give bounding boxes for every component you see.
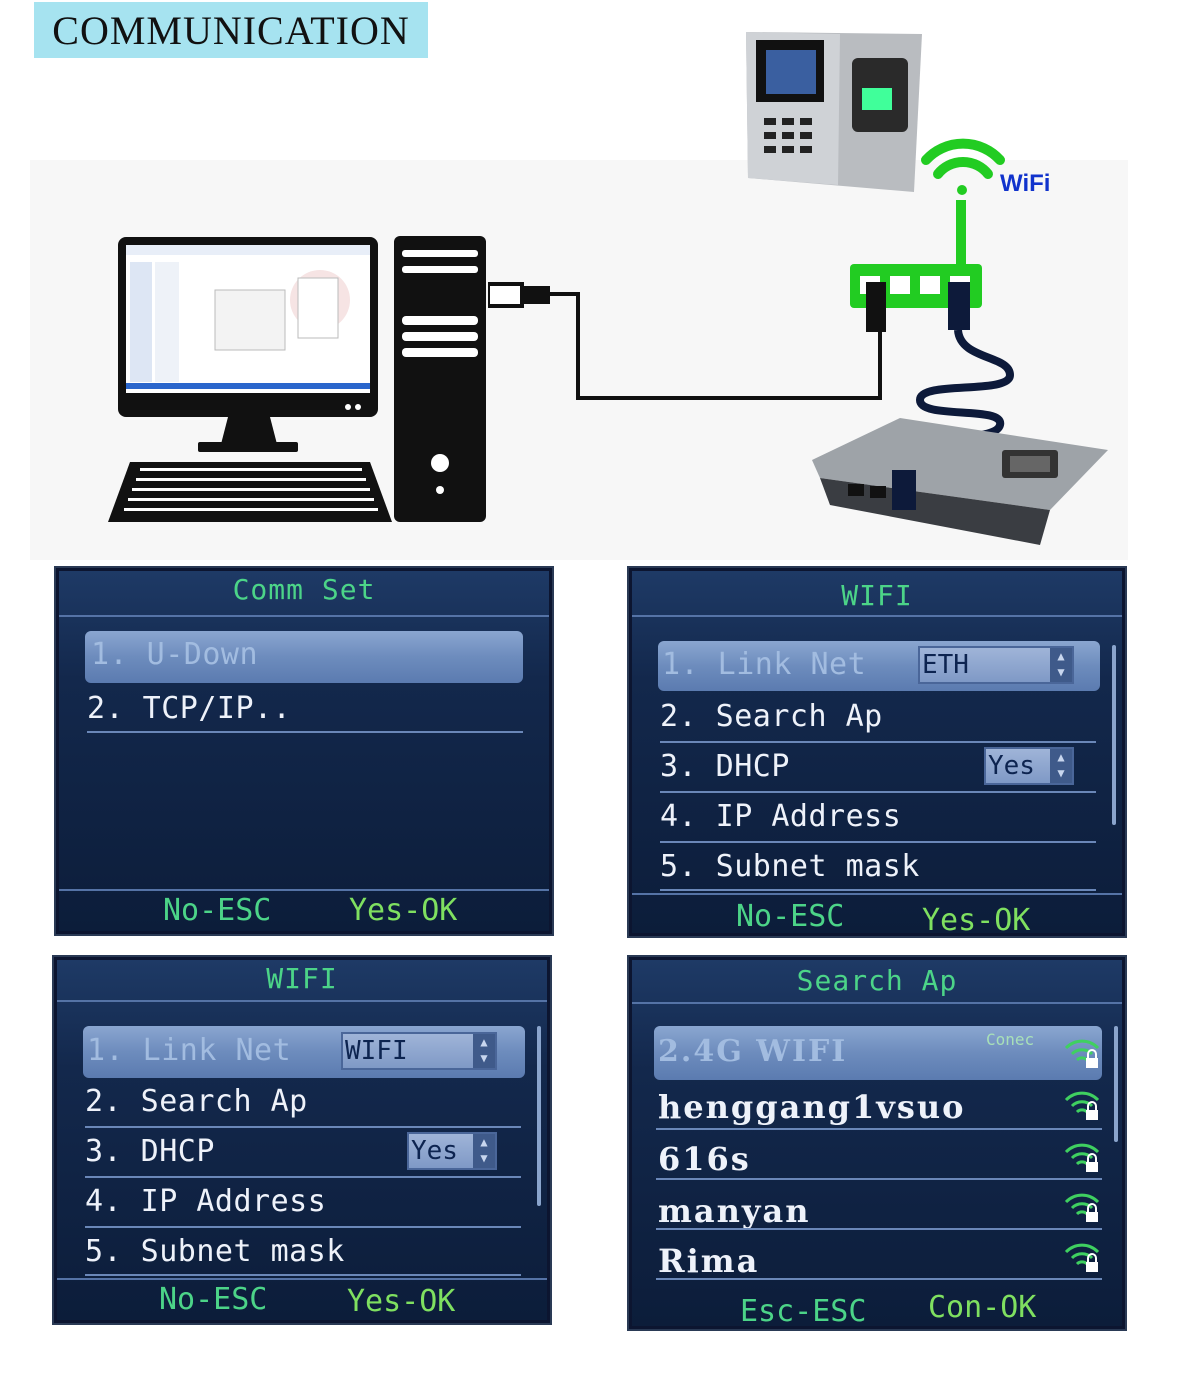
menu-item-ip-address[interactable]: 4. IP Address [660,799,902,834]
link-net-select[interactable]: ETH ▲▼ [918,646,1074,684]
menu-item-dhcp[interactable]: 3. DHCP [85,1134,215,1169]
wifi-icon [921,138,1005,195]
menu-item-dhcp[interactable]: 3. DHCP [660,749,790,784]
wifi-lock-icon [1064,1039,1100,1068]
footer-no-esc[interactable]: No-ESC [159,1282,268,1317]
monitor-icon [118,237,378,452]
wifi-label: WiFi [1000,170,1051,197]
menu-item-selected[interactable]: 1. U-Down [85,631,523,683]
up-down-arrow-icon: ▲▼ [1050,749,1072,783]
menu-item-subnet-mask[interactable]: 5. Subnet mask [660,849,920,884]
footer-no-esc[interactable]: No-ESC [736,899,845,934]
screen-title: Comm Set [232,573,376,606]
menu-item-search-ap[interactable]: 2. Search Ap [660,699,883,734]
ethernet-plug-icon [488,282,550,308]
wifi-lock-icon [1064,1143,1100,1172]
wifi-lock-icon [1064,1193,1100,1222]
screen-title: WIFI [266,962,338,995]
footer-con-ok[interactable]: Con-OK [928,1290,1037,1325]
menu-item-label: 1. Link Net [87,1033,292,1068]
search-ap-screen: Search Ap 2.4G WIFI Conec henggang1vsuo … [627,955,1127,1331]
scrollbar[interactable] [1114,1026,1118,1142]
scrollbar[interactable] [1112,645,1116,825]
desktop-fingerprint-device-icon [812,418,1108,545]
footer-yes-ok[interactable]: Yes-OK [347,1284,456,1319]
menu-item-selected[interactable]: 1. Link Net ETH ▲▼ [658,641,1100,691]
dhcp-value: Yes [988,751,1035,781]
menu-item-ip-address[interactable]: 4. IP Address [85,1184,327,1219]
up-down-arrow-icon: ▲▼ [1050,648,1072,682]
link-net-select[interactable]: WIFI ▲▼ [341,1032,497,1070]
wifi-lock-icon [1064,1243,1100,1272]
wifi-lock-icon [1064,1091,1100,1120]
wifi-eth-screen: WIFI 1. Link Net ETH ▲▼ 2. Search Ap 3. … [627,566,1127,938]
link-net-value: WIFI [345,1036,408,1066]
time-attendance-device-icon [746,32,922,192]
keyboard-icon [108,462,392,522]
comm-set-screen: Comm Set 1. U-Down 2. TCP/IP.. No-ESC Ye… [54,566,554,936]
dhcp-select[interactable]: Yes ▲▼ [984,747,1074,785]
network-item[interactable]: henggang1vsuo [658,1088,966,1126]
wifi-wifi-screen: WIFI 1. Link Net WIFI ▲▼ 2. Search Ap 3.… [52,955,552,1325]
screen-title: WIFI [841,579,913,612]
footer-no-esc[interactable]: No-ESC [163,893,272,928]
network-item[interactable]: 616s [658,1140,751,1178]
network-name: 2.4G WIFI [658,1034,848,1069]
menu-item-selected[interactable]: 1. Link Net WIFI ▲▼ [83,1026,525,1078]
network-item[interactable]: manyan [658,1192,811,1230]
up-down-arrow-icon: ▲▼ [473,1134,495,1168]
menu-item-tcpip[interactable]: 2. TCP/IP.. [87,691,292,726]
menu-item-search-ap[interactable]: 2. Search Ap [85,1084,308,1119]
network-diagram [108,32,1108,545]
router-icon [850,200,982,332]
menu-item-label: 1. Link Net [662,647,867,682]
footer-yes-ok[interactable]: Yes-OK [922,903,1031,938]
up-down-arrow-icon: ▲▼ [473,1034,495,1068]
ethernet-cable [550,292,882,400]
network-item[interactable]: Rima [658,1242,760,1280]
scrollbar[interactable] [537,1026,541,1206]
link-net-value: ETH [922,650,969,680]
menu-item-subnet-mask[interactable]: 5. Subnet mask [85,1234,345,1269]
screen-title: Search Ap [796,964,958,997]
menu-item-label: 1. U-Down [91,637,259,672]
title-banner: COMMUNICATION [34,2,428,58]
page-title: COMMUNICATION [52,7,410,53]
connected-label: Conec [986,1030,1035,1049]
dhcp-value: Yes [411,1136,458,1166]
computer-tower-icon [394,236,486,522]
footer-yes-ok[interactable]: Yes-OK [349,893,458,928]
dhcp-select[interactable]: Yes ▲▼ [407,1132,497,1170]
footer-esc-esc[interactable]: Esc-ESC [740,1294,867,1329]
network-item-selected[interactable]: 2.4G WIFI Conec [654,1026,1102,1080]
